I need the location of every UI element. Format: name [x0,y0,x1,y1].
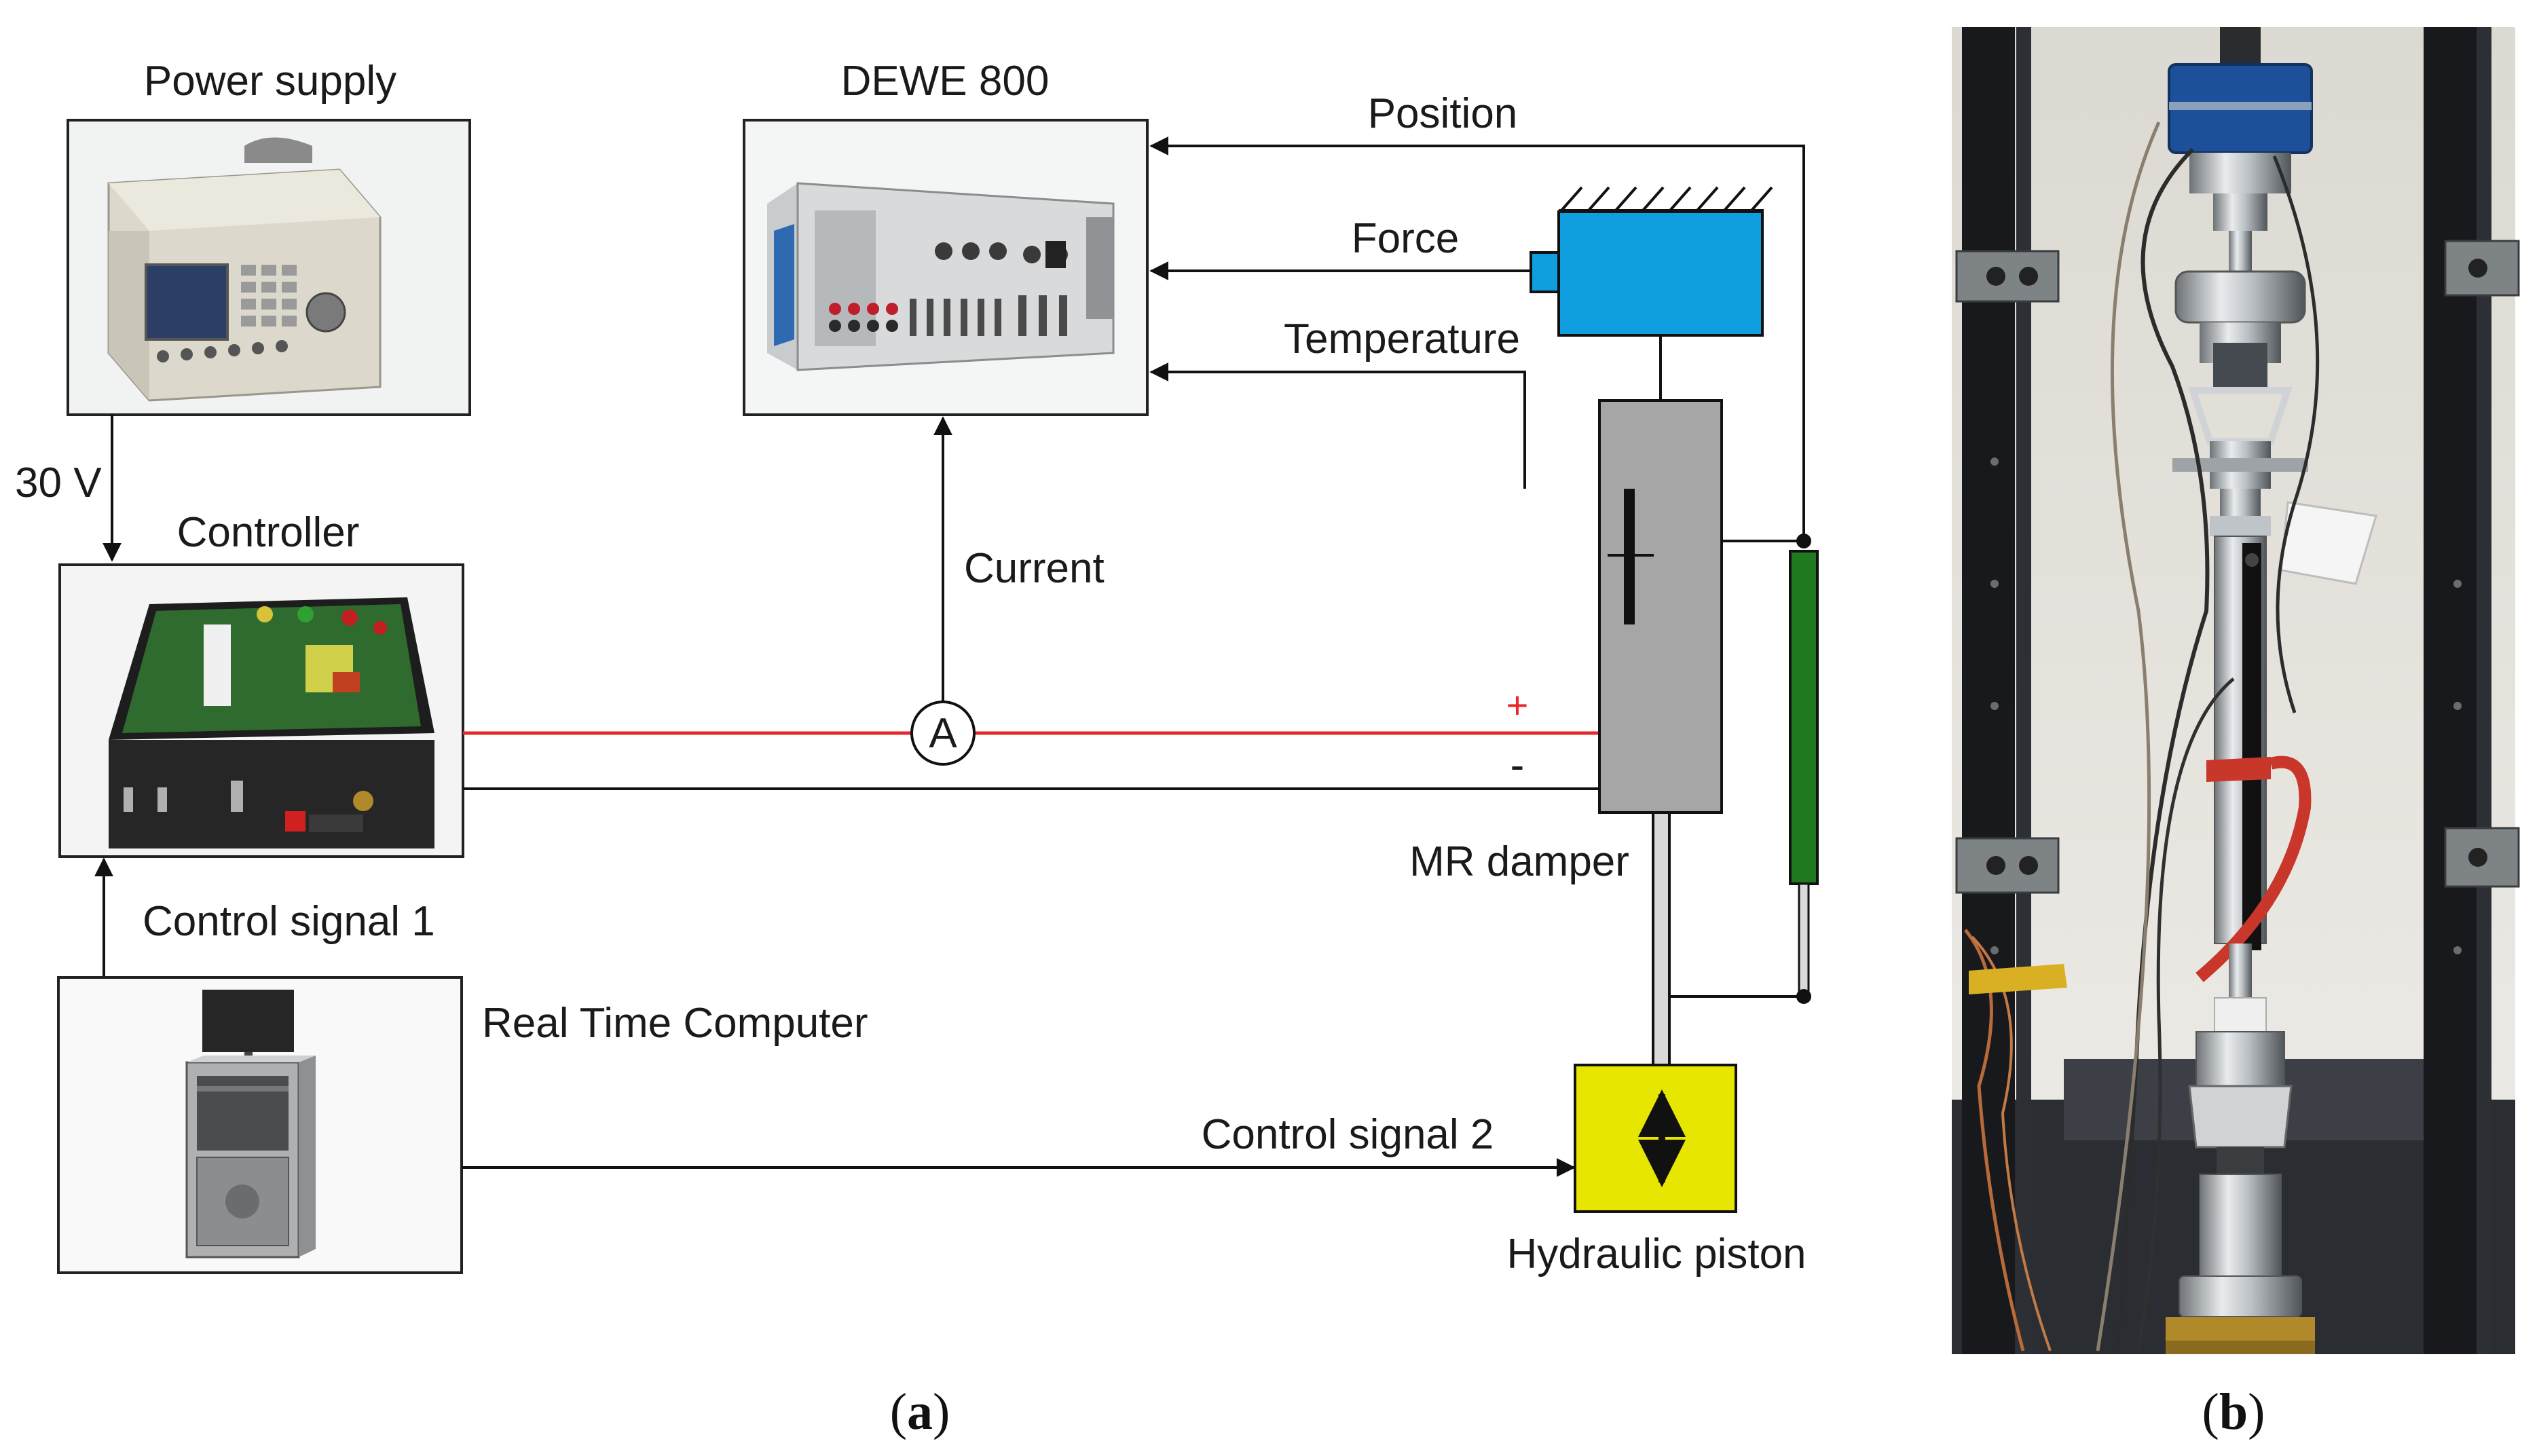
position-sensor [1789,550,1819,885]
real-time-computer-image [185,990,316,1258]
controller-box [58,563,464,858]
power-supply-box [67,119,471,416]
hydraulic-piston-label: Hydraulic piston [1506,1231,1806,1277]
dewe-label: DEWE 800 [841,58,1050,105]
ammeter: A [910,701,976,766]
caption-a: (a) [890,1383,950,1440]
voltage-label: 30 V [15,460,102,506]
temperature-label: Temperature [1284,316,1520,362]
power-supply-image [107,137,382,402]
real-time-computer-label: Real Time Computer [482,1000,868,1047]
power-supply-label: Power supply [144,58,396,105]
control-signal-1-label: Control signal 1 [143,898,435,945]
real-time-computer-box [57,976,463,1274]
hydraulic-piston [1574,1064,1737,1213]
current-label: Current [964,545,1105,592]
position-sensor-top-node [1796,534,1811,548]
controller-label: Controller [177,509,360,556]
controller-image [109,597,434,848]
test-rig-photo [1952,27,2520,1354]
ceiling-hatch [1559,186,1773,212]
mr-damper [1598,399,1723,1066]
caption-b: (b) [2202,1383,2265,1440]
ammeter-label: A [929,710,957,757]
force-sensor [1530,210,1764,337]
position-label: Position [1368,90,1518,137]
control-signal-2-label: Control signal 2 [1202,1111,1494,1158]
temperature-line [1149,362,1526,489]
position-line [1149,136,1805,541]
plus-sign: + [1506,684,1529,726]
dewe-box [743,119,1149,416]
dewe-image [767,182,1115,371]
mr-damper-label: MR damper [1409,838,1629,885]
force-label: Force [1352,215,1459,262]
minus-sign: - [1511,742,1525,789]
